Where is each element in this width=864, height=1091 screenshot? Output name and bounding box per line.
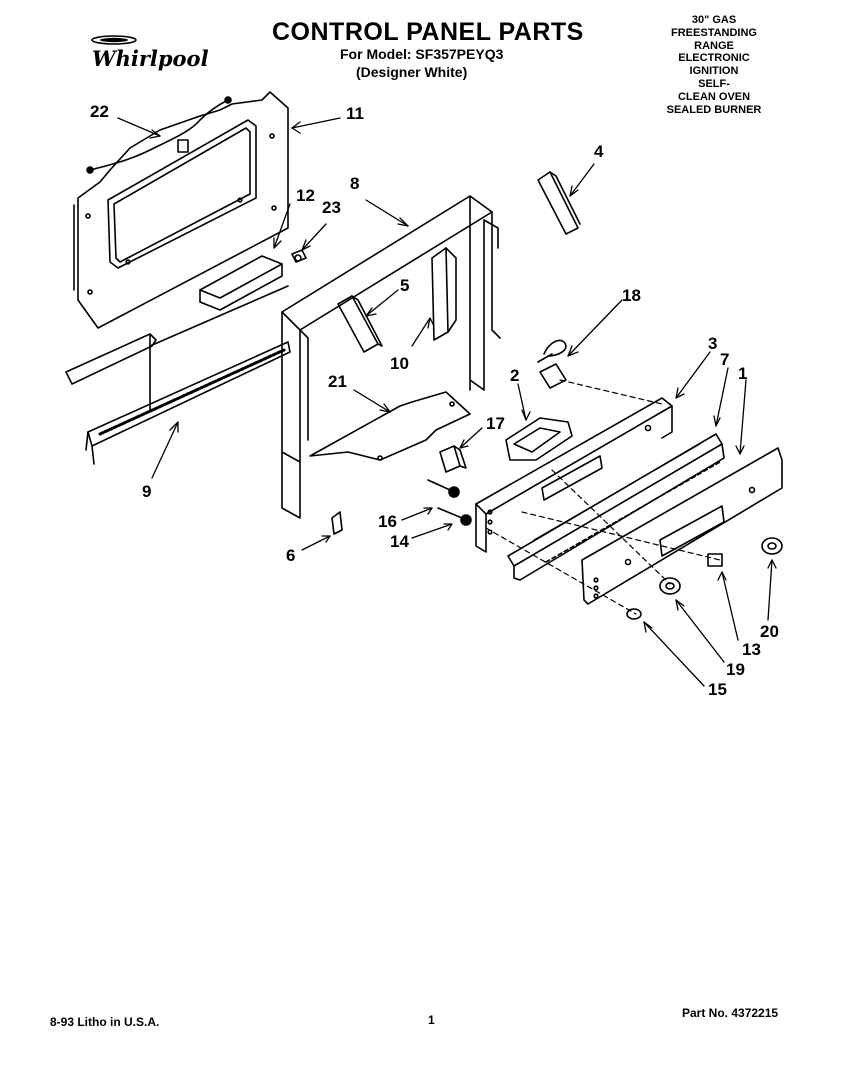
display-module-part-2 (505, 417, 573, 461)
spec-line: 30" GAS (691, 14, 737, 26)
lamp-part-16 (427, 479, 460, 498)
callout-12: 12 (296, 186, 315, 205)
brand-name: Whirlpool (92, 46, 209, 71)
lamp-part-14 (437, 507, 472, 526)
page-title: CONTROL PANEL PARTS (272, 18, 584, 46)
callout-9: 9 (142, 482, 152, 501)
callout-3: 3 (708, 334, 718, 353)
callout-20: 20 (760, 622, 779, 641)
clip-part-6 (331, 511, 343, 535)
console-panel-part-1 (581, 447, 783, 605)
spec-line: IGNITION (689, 65, 739, 78)
trim-strip-part-9 (85, 341, 291, 465)
spec-line: CLEAN OVEN (677, 90, 751, 103)
callout-6: 6 (286, 546, 296, 565)
spec-line: ELECTRONIC (678, 52, 750, 65)
bracket-part-10 (431, 247, 457, 341)
connector-part-17 (439, 445, 467, 473)
color-line: (Designer White) (356, 64, 468, 80)
callout-14: 14 (390, 532, 409, 551)
callout-17: 17 (486, 414, 505, 433)
callout-10: 10 (390, 354, 409, 373)
part-number: Part No. 4372215 (682, 1006, 779, 1020)
callout-21: 21 (328, 372, 347, 391)
page-number: 1 (428, 1013, 435, 1027)
panel-frame-part-8 (281, 195, 501, 519)
callout-1: 1 (738, 364, 748, 383)
backplate-part-7 (507, 433, 725, 581)
callout-22: 22 (90, 102, 109, 121)
spec-line: FREESTANDING (671, 26, 757, 39)
heat-shield-part-21 (309, 391, 471, 461)
model-line: For Model: SF357PEYQ3 (340, 46, 504, 62)
spec-line: SEALED BURNER (666, 103, 762, 116)
knob-part-13 (707, 553, 723, 567)
callout-23: 23 (322, 198, 341, 217)
spec-line: SELF- (698, 77, 730, 90)
knob-part-20 (761, 537, 783, 555)
whirlpool-logo: Whirlpool (84, 30, 216, 76)
spec-line: RANGE (694, 39, 734, 52)
bracket-part-12 (65, 255, 289, 411)
assembly-lines (485, 379, 721, 615)
callout-18: 18 (622, 286, 641, 305)
callout-2: 2 (510, 366, 520, 385)
knob-part-19 (659, 577, 681, 595)
grommet-part-23 (291, 249, 307, 263)
control-housing-part-3 (475, 397, 673, 553)
callout-5: 5 (400, 276, 410, 295)
callout-8: 8 (350, 174, 360, 193)
callout-13: 13 (742, 640, 761, 659)
clip-part-4 (537, 171, 581, 235)
spacer-part-5 (337, 295, 383, 353)
callout-7: 7 (720, 350, 730, 369)
leader-lines (117, 117, 777, 687)
callout-4: 4 (594, 142, 604, 161)
litho-note: 8-93 Litho in U.S.A. (50, 1015, 160, 1029)
callout-15: 15 (708, 680, 727, 699)
wire-harness-part-22 (86, 96, 232, 174)
switch-part-18 (537, 339, 567, 389)
indicator-part-15 (626, 608, 642, 620)
callout-16: 16 (378, 512, 397, 531)
callout-11: 11 (346, 104, 364, 123)
callout-19: 19 (726, 660, 745, 679)
rear-panel-part-11 (73, 91, 289, 329)
appliance-spec-block: 30" GAS FREESTANDING RANGE ELECTRONIC IG… (654, 14, 774, 116)
